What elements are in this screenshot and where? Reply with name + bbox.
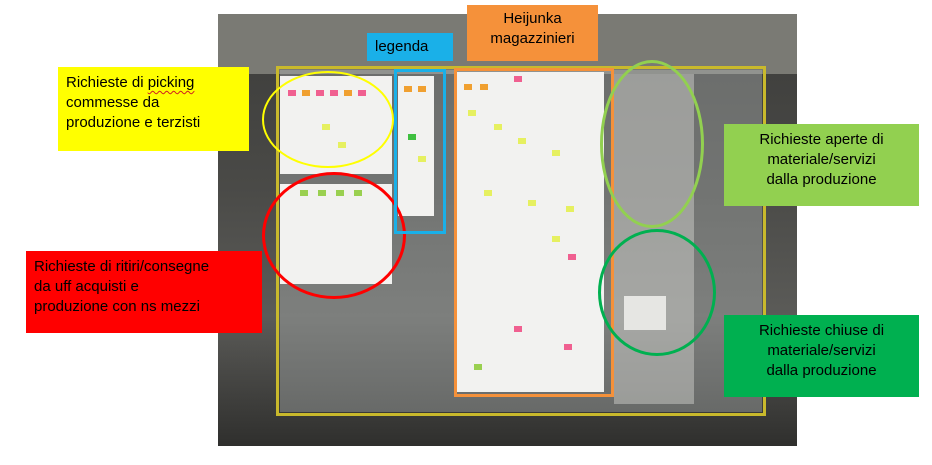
sticky-note (518, 138, 526, 144)
sticky-note (568, 254, 576, 260)
ritiri-ellipse (262, 172, 406, 299)
sticky-note (484, 190, 492, 196)
chiuse-ellipse (598, 229, 716, 356)
heijunka-label-line1: Heijunka (503, 10, 562, 27)
sticky-note (480, 84, 488, 90)
sticky-note (528, 200, 536, 206)
sticky-note (468, 110, 476, 116)
ritiri-label-line1: Richieste di ritiri/consegne (34, 258, 210, 275)
sticky-note (474, 364, 482, 370)
picking-ellipse (262, 71, 394, 168)
aperte-ellipse (600, 60, 704, 228)
aperte-label: Richieste aperte di materiale/servizi da… (724, 124, 919, 206)
heijunka-label: Heijunka magazzinieri (467, 5, 598, 61)
heijunka-rect (454, 68, 614, 397)
chiuse-label: Richieste chiuse di materiale/servizi da… (724, 315, 919, 397)
picking-label-line3: produzione e terzisti (66, 114, 201, 131)
ritiri-label: Richieste di ritiri/consegne da uff acqu… (26, 251, 262, 333)
sticky-note (514, 76, 522, 82)
sticky-note (464, 84, 472, 90)
ritiri-label-line3: produzione con ns mezzi (34, 298, 200, 315)
chiuse-label-line2: materiale/servizi (767, 342, 876, 359)
aperte-label-line3: dalla produzione (766, 171, 877, 188)
picking-label-word: picking (147, 74, 195, 91)
aperte-label-line2: materiale/servizi (767, 151, 876, 168)
sticky-note (404, 86, 412, 92)
chiuse-label-line3: dalla produzione (766, 362, 877, 379)
legenda-sheet (398, 76, 434, 216)
sticky-note (566, 206, 574, 212)
chiuse-label-line1: Richieste chiuse di (758, 322, 885, 339)
picking-label-line2: commesse da (66, 94, 160, 111)
sticky-note (408, 134, 416, 140)
aperte-label-line1: Richieste aperte di (759, 131, 884, 148)
heijunka-sheet (456, 72, 604, 392)
sticky-note (552, 150, 560, 156)
sticky-note (552, 236, 560, 242)
sticky-note (418, 86, 426, 92)
picking-label-prefix: Richieste di (66, 74, 148, 91)
sticky-note (564, 344, 572, 350)
sticky-note (514, 326, 522, 332)
legenda-label: legenda (367, 33, 453, 61)
legenda-label-text: legenda (375, 38, 429, 55)
heijunka-label-line2: magazzinieri (490, 30, 575, 47)
sticky-note (494, 124, 502, 130)
picking-label: Richieste di picking commesse da produzi… (58, 67, 249, 151)
picking-label-line1: Richieste di picking (66, 73, 241, 93)
sticky-note (418, 156, 426, 162)
ritiri-label-line2: da uff acquisti e (34, 278, 139, 295)
legenda-rect (394, 69, 446, 234)
